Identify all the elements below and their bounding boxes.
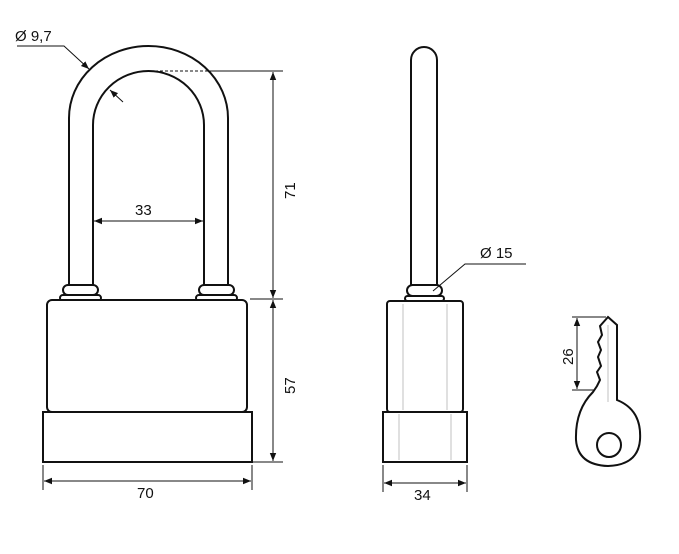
shackle: [68, 45, 229, 287]
dim-71-label: 71: [282, 182, 299, 199]
dim-15-label: Ø 15: [480, 245, 513, 262]
side-body: [386, 300, 464, 413]
dim-70-label: 70: [137, 485, 154, 502]
side-view: 34 Ø 15: [382, 46, 526, 504]
side-base: [382, 411, 468, 463]
key-hole: [596, 432, 622, 458]
side-shackle: [410, 46, 438, 287]
lock-base: [42, 411, 253, 463]
dim-33-label: 33: [135, 202, 152, 219]
dim-9-7-label: Ø 9,7: [15, 28, 52, 45]
side-ring: [406, 284, 443, 297]
dim-9-7-leader: [17, 45, 90, 70]
shackle-ring-right: [198, 284, 235, 296]
dim-57-label: 57: [282, 377, 299, 394]
front-view: Ø 9,7 33 70 71 57: [15, 28, 299, 502]
shackle-ring-left: [62, 284, 99, 296]
dim-15-leader: [432, 263, 526, 292]
lock-body: [46, 299, 248, 413]
key: 26: [560, 315, 642, 468]
dim-26-label: 26: [560, 348, 577, 365]
dim-34-label: 34: [414, 487, 431, 504]
